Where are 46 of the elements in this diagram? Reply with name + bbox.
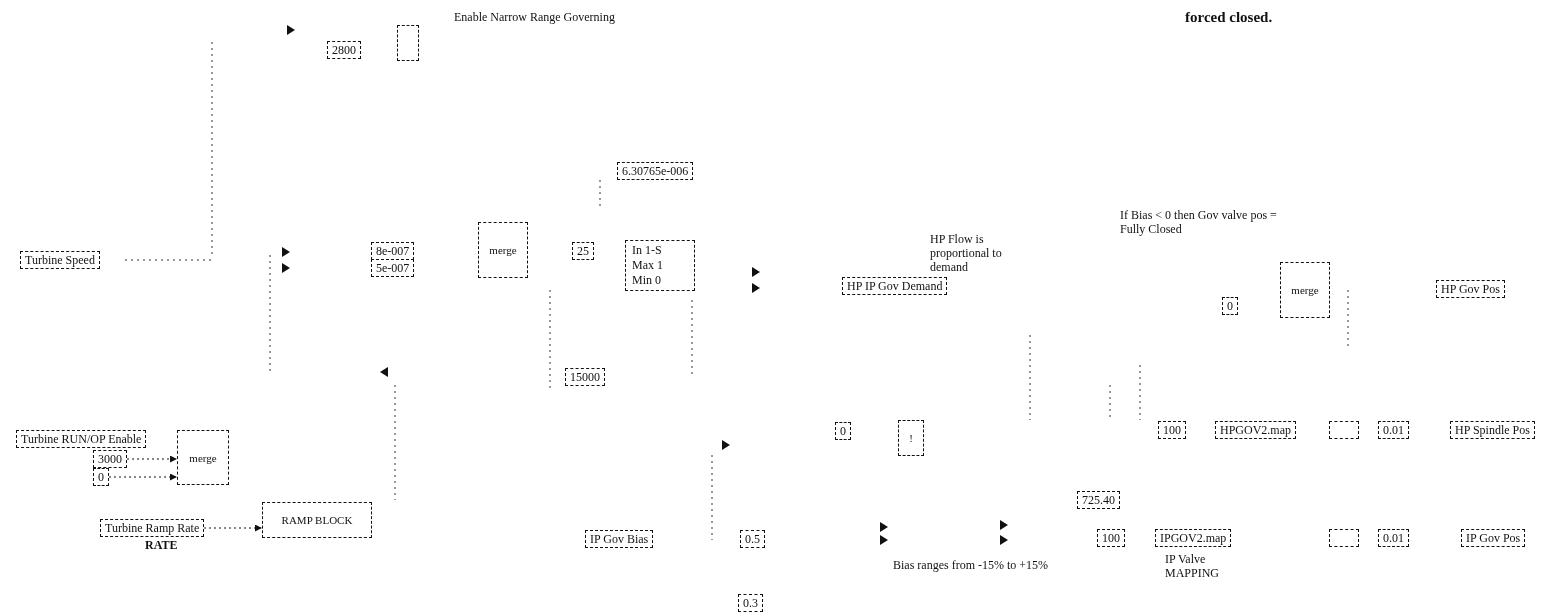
limiter-block: In 1-S Max 1 Min 0 (625, 240, 695, 291)
note-text: Bias ranges from -15% to +15% (893, 558, 1049, 572)
value-box: 2800 (327, 41, 361, 59)
function-block: merge (177, 430, 229, 485)
value-box: 0.3 (738, 594, 763, 612)
note-text: forced closed. (1185, 10, 1273, 24)
value-box: IP Gov Bias (585, 530, 654, 548)
value-box: Turbine RUN/OP Enable (16, 430, 147, 448)
value-box: Turbine Ramp Rate (100, 519, 205, 537)
value-box: 0.5 (740, 530, 765, 548)
empty-block (1329, 421, 1359, 439)
value-box: 0 (835, 422, 851, 440)
value-box: 0.01 (1378, 421, 1409, 439)
wire-arrow (203, 524, 263, 532)
function-block: ! (898, 420, 924, 456)
function-block: merge (478, 222, 528, 278)
value-box: IP Gov Pos (1461, 529, 1526, 547)
value-box: 0.01 (1378, 529, 1409, 547)
value-box: HP IP Gov Demand (842, 277, 948, 295)
value-box: 100 (1097, 529, 1125, 547)
value-box: IPGOV2.map (1155, 529, 1232, 547)
function-block: merge (1280, 262, 1330, 318)
note-text: If Bias < 0 then Gov valve pos = Fully Closed (1120, 208, 1278, 236)
empty-block (397, 25, 419, 61)
note-text: HP Flow is proportional to demand (930, 232, 1003, 274)
value-box: HP Spindle Pos (1450, 421, 1535, 439)
value-box: 100 (1158, 421, 1186, 439)
wire-arrow (126, 455, 178, 463)
value-box: HPGOV2.map (1215, 421, 1296, 439)
value-box: 725.40 (1077, 491, 1120, 509)
value-box: 5e-007 (371, 259, 415, 277)
block-caption: RATE (145, 538, 178, 553)
value-box: 0 (1222, 297, 1238, 315)
empty-block (1329, 529, 1359, 547)
value-box: Turbine Speed (20, 251, 100, 269)
value-box: HP Gov Pos (1436, 280, 1505, 298)
note-text: Enable Narrow Range Governing (454, 10, 615, 24)
function-block: RAMP BLOCK (262, 502, 372, 538)
value-box: 0 (93, 468, 109, 486)
note-text: IP Valve MAPPING (1165, 552, 1220, 580)
value-box: 15000 (565, 368, 605, 386)
value-box: 3000 (93, 450, 127, 468)
wire-arrow (108, 473, 178, 481)
value-box: 6.30765e-006 (617, 162, 694, 180)
value-box: 25 (572, 242, 594, 260)
value-box: 8e-007 (371, 242, 415, 260)
